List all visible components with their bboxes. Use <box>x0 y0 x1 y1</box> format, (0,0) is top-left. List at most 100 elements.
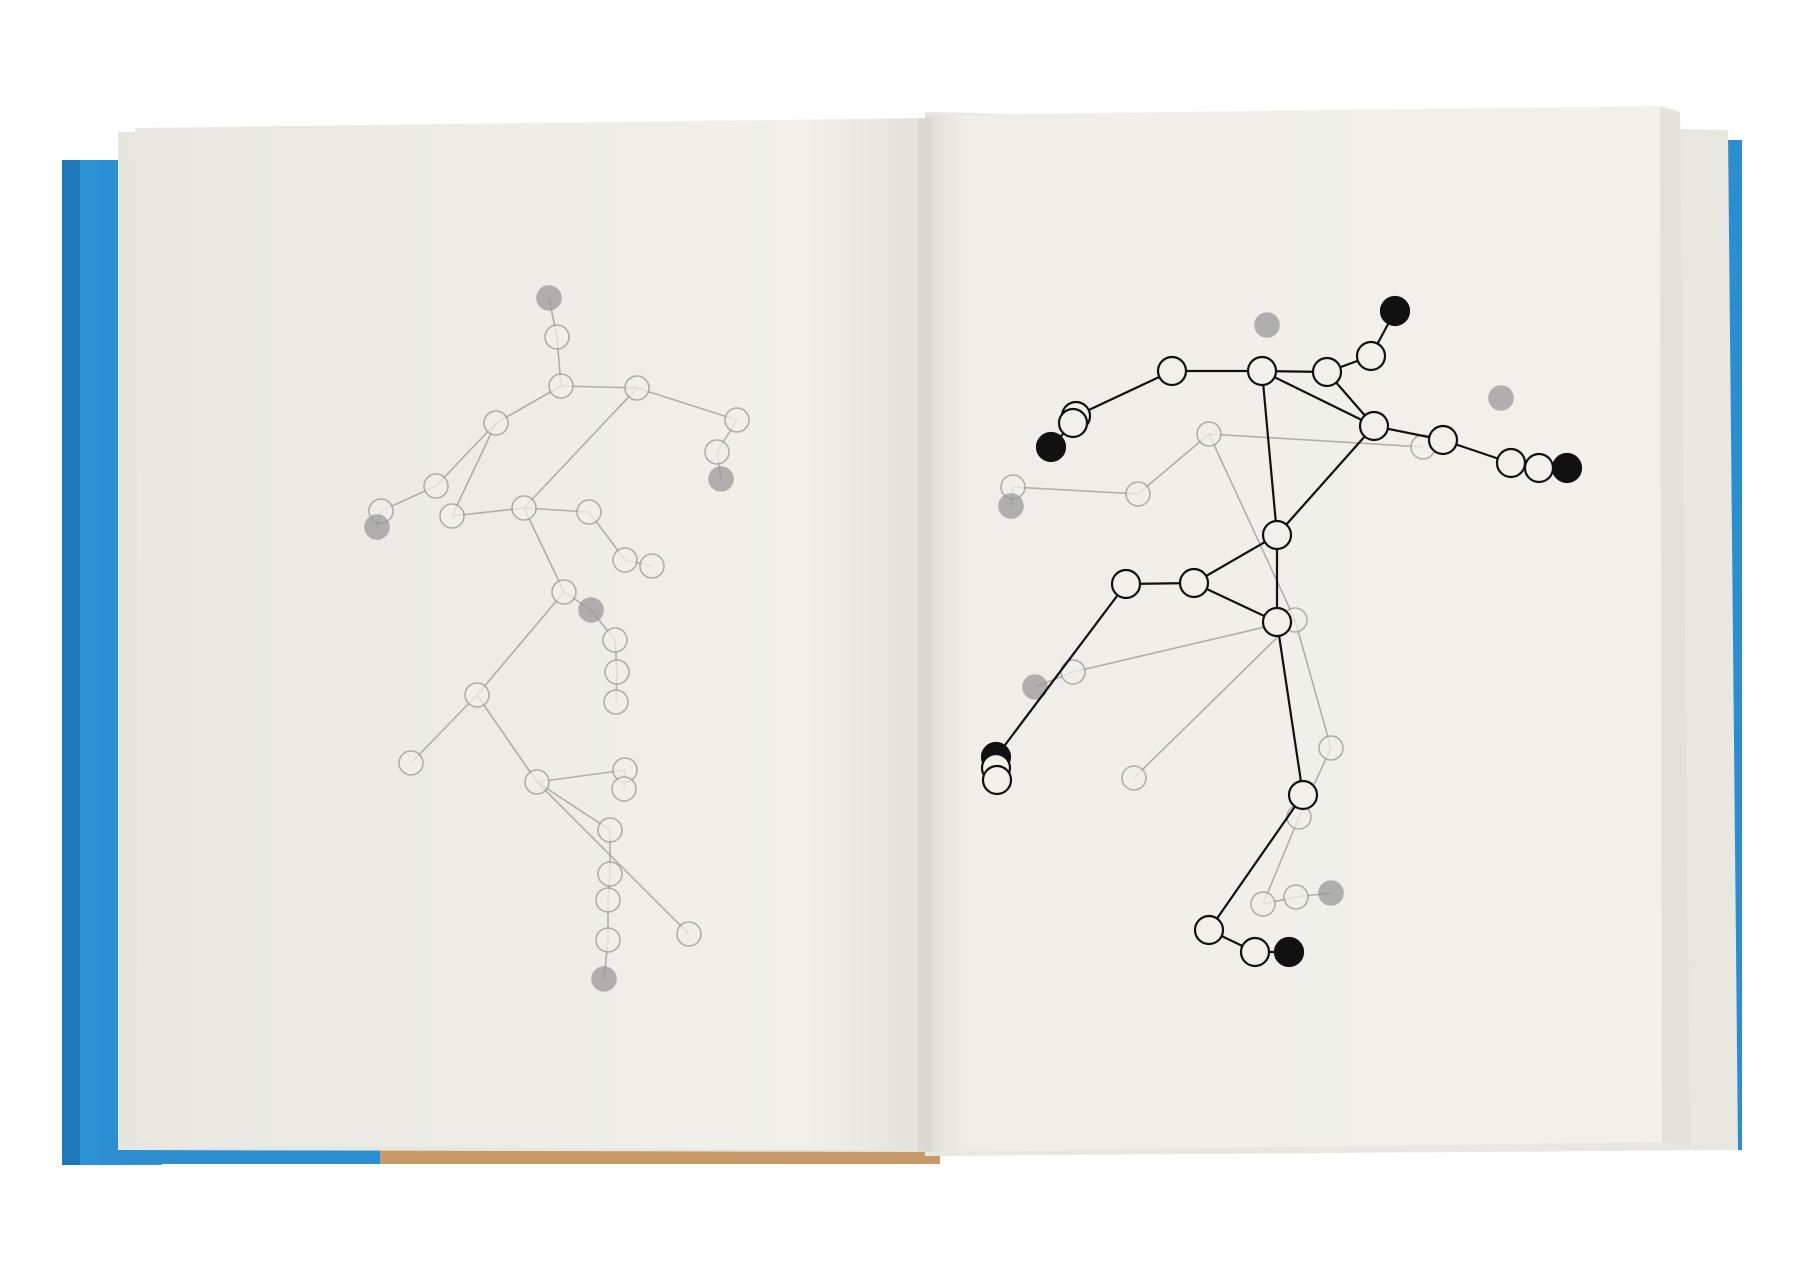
left-joint <box>483 410 509 436</box>
left-joint <box>551 579 577 605</box>
left-joint <box>639 553 665 579</box>
left-bone <box>636 387 738 421</box>
left-page-figure <box>364 285 750 992</box>
left-bone <box>476 694 538 783</box>
right-page-faint-figure <box>998 312 1514 917</box>
left-joint <box>704 439 730 465</box>
left-joint <box>398 750 424 776</box>
right-bone <box>1193 582 1278 623</box>
left-joint <box>602 627 628 653</box>
right-faint-joint <box>1060 659 1086 685</box>
left-joint <box>603 689 629 715</box>
left-joint <box>544 324 570 350</box>
right-page-figure <box>980 295 1583 968</box>
right-joint <box>1156 355 1188 387</box>
left-joint <box>604 659 630 685</box>
left-bone <box>536 781 611 831</box>
right-faint-joint <box>1125 481 1151 507</box>
right-joint <box>1495 447 1527 479</box>
left-bone <box>476 591 565 696</box>
left-bone <box>536 781 690 935</box>
left-joint <box>595 887 621 913</box>
left-bone <box>523 507 565 593</box>
right-joint <box>1427 424 1459 456</box>
right-bone <box>1075 370 1173 417</box>
right-bone <box>1208 794 1304 931</box>
left-joint <box>624 375 650 401</box>
left-joint <box>439 503 465 529</box>
left-joint <box>612 547 638 573</box>
right-joint <box>1239 936 1271 968</box>
left-page <box>135 118 927 1150</box>
right-joint <box>1523 452 1555 484</box>
right-joint <box>1261 606 1293 638</box>
left-bone <box>435 422 497 487</box>
right-joint <box>1193 914 1225 946</box>
right-joint <box>1261 519 1293 551</box>
right-joint <box>1178 567 1210 599</box>
left-joint-filled <box>578 597 604 623</box>
left-joint <box>464 682 490 708</box>
right-joint <box>1355 340 1387 372</box>
left-joint <box>611 776 637 802</box>
right-joint-filled <box>1551 452 1583 484</box>
right-faint-joint <box>1318 735 1344 761</box>
right-faint-bone <box>1208 433 1296 621</box>
right-faint-joint-filled <box>1318 880 1344 906</box>
right-faint-bone <box>1012 486 1139 495</box>
right-faint-bone <box>1072 619 1296 673</box>
cover-left-dark-strip <box>62 160 80 1165</box>
right-faint-joint-filled <box>1488 385 1514 411</box>
right-joint <box>1246 355 1278 387</box>
left-joint <box>724 407 750 433</box>
right-faint-bone <box>1208 433 1424 448</box>
left-joint <box>576 499 602 525</box>
right-bone <box>1275 621 1305 796</box>
right-faint-joint-filled <box>1022 674 1048 700</box>
left-joint <box>597 817 623 843</box>
right-faint-joint <box>1283 884 1309 910</box>
right-joint <box>1358 410 1390 442</box>
right-joint <box>1311 356 1343 388</box>
right-joint <box>1287 779 1319 811</box>
right-faint-bone <box>1262 816 1300 905</box>
right-joint <box>981 764 1013 796</box>
left-bone <box>536 769 626 783</box>
left-bone <box>451 422 497 517</box>
left-joint-filled <box>591 966 617 992</box>
right-joint-filled <box>1379 295 1411 327</box>
right-joint-filled <box>1273 936 1305 968</box>
right-joint <box>1057 407 1089 439</box>
right-faint-bone <box>1294 619 1332 749</box>
right-faint-joint <box>1121 765 1147 791</box>
right-bone <box>995 583 1127 758</box>
right-bone <box>1261 370 1375 427</box>
left-joint-filled <box>536 285 562 311</box>
left-joint-filled <box>708 466 734 492</box>
left-joint-filled <box>364 514 390 540</box>
right-joint <box>1110 568 1142 600</box>
left-joint <box>597 861 623 887</box>
left-bone <box>410 694 478 764</box>
left-joint <box>423 473 449 499</box>
right-bone <box>1276 425 1375 536</box>
left-bone <box>523 387 638 509</box>
right-faint-bone <box>1133 619 1296 779</box>
right-faint-joint <box>1196 421 1222 447</box>
right-faint-bone <box>1137 433 1210 495</box>
right-bone <box>1260 370 1279 536</box>
right-faint-joint-filled <box>998 493 1024 519</box>
gutter-shadow <box>918 118 932 1152</box>
right-faint-joint <box>1250 891 1276 917</box>
left-joint <box>524 769 550 795</box>
left-joint <box>548 373 574 399</box>
right-page-under-edge <box>1660 106 1690 1146</box>
left-joint <box>676 921 702 947</box>
right-joint-filled <box>1035 431 1067 463</box>
left-joint <box>595 927 621 953</box>
right-bone <box>1193 534 1278 584</box>
left-joint <box>511 495 537 521</box>
right-faint-joint-filled <box>1254 312 1280 338</box>
